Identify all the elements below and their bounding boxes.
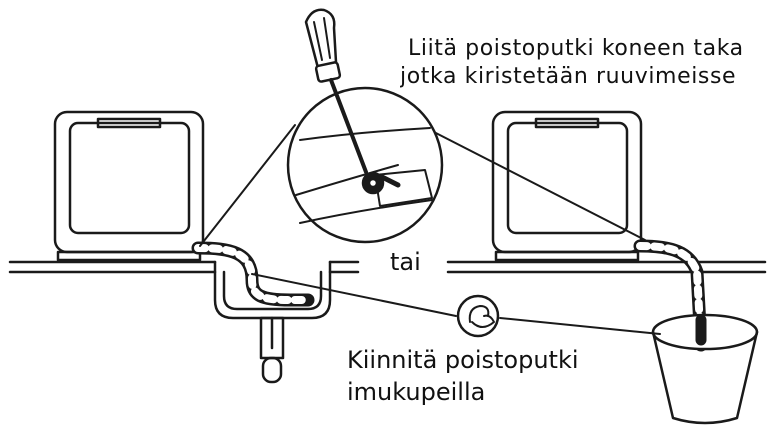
sink-basin	[213, 260, 332, 320]
pointer-lines	[199, 124, 646, 247]
drain-pipe	[259, 316, 285, 384]
suction-cup-icon	[456, 294, 500, 338]
suction-lines	[251, 273, 661, 335]
instruction-tighten-screws: jotka kiristetään ruuvimeisse	[400, 64, 737, 89]
drain-hose-left	[191, 241, 315, 307]
screwdriver-icon	[304, 8, 368, 174]
instruction-attach-hose-line2: imukupeilla	[347, 378, 486, 406]
or-label: tai	[390, 248, 421, 276]
counter-top-left	[8, 260, 360, 274]
counter-top-right	[446, 260, 767, 274]
drain-hose-right	[633, 239, 708, 352]
instruction-connect-hose: Liitä poistoputki koneen taka	[408, 36, 744, 61]
dishwasher-left	[53, 110, 205, 262]
bucket-icon	[651, 313, 759, 425]
instruction-attach-hose-line1: Kiinnitä poistoputki	[347, 346, 579, 374]
instruction-top-clip: Liitä poistoputki koneen taka jotka kiri…	[400, 34, 770, 104]
dishwasher-right	[491, 110, 643, 262]
